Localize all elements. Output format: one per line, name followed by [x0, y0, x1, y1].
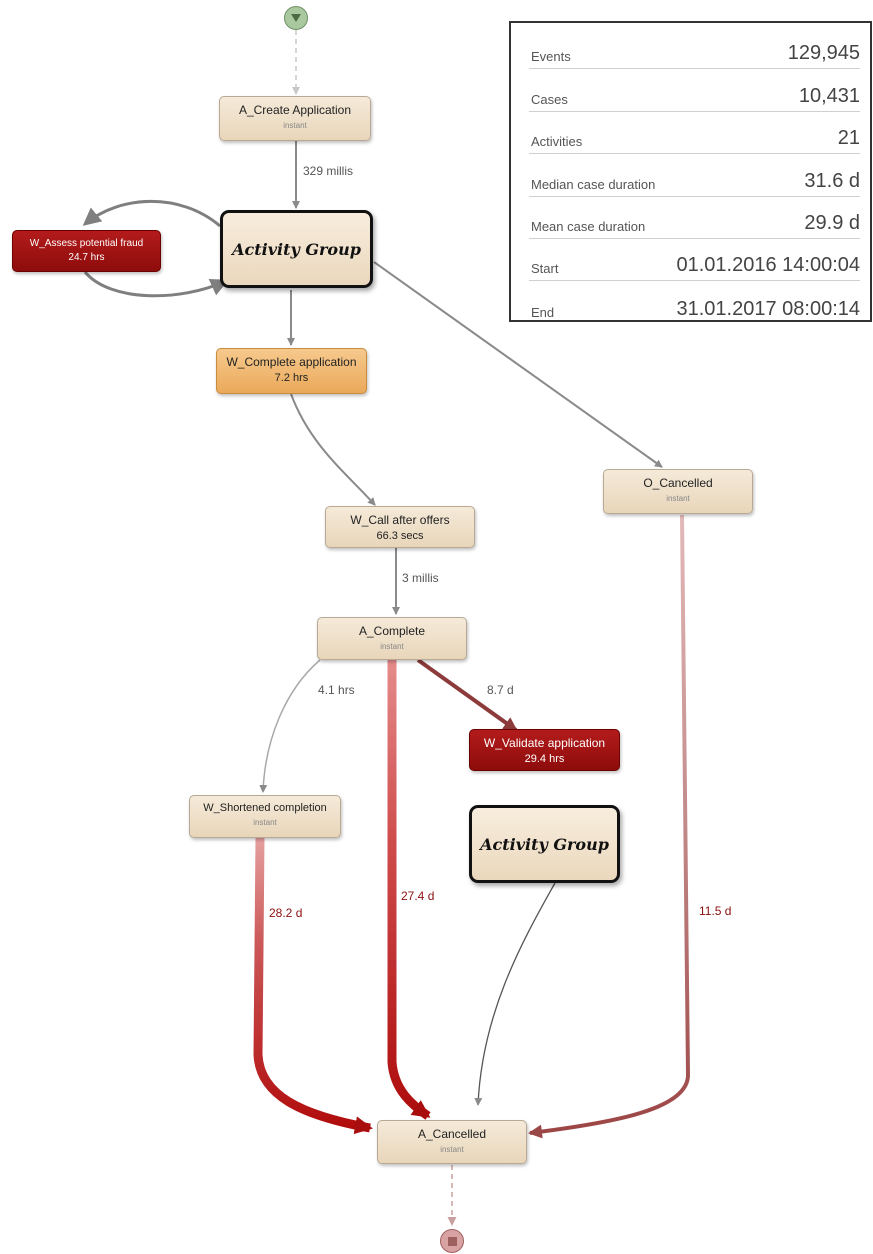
stat-label: Events	[531, 49, 571, 65]
stat-label: Mean case duration	[531, 218, 646, 234]
edge-label-complete-to-validate: 8.7 d	[487, 683, 514, 697]
edge-group-to-fraud	[82, 199, 221, 228]
node-duration: 29.4 hrs	[524, 753, 565, 765]
play-down-icon	[291, 14, 301, 22]
node-assess-potential-fraud[interactable]: W_Assess potential fraud 24.7 hrs	[12, 230, 161, 272]
node-duration: instant	[253, 818, 277, 827]
stat-value: 129,945	[787, 42, 860, 65]
group-title: Activity Group	[232, 240, 361, 259]
node-duration: 7.2 hrs	[274, 372, 309, 384]
node-name: O_Cancelled	[643, 476, 713, 490]
stat-value: 21	[837, 127, 860, 150]
stat-row-start: Start 01.01.2016 14:00:04	[529, 239, 860, 282]
group-title: Activity Group	[480, 835, 609, 854]
node-name: W_Call after offers	[350, 513, 450, 527]
statistics-panel: Events 129,945 Cases 10,431 Activities 2…	[509, 21, 872, 322]
node-name: A_Complete	[358, 624, 426, 638]
stat-label: Median case duration	[531, 176, 656, 192]
stat-label: Activities	[531, 134, 583, 150]
node-name: A_Cancelled	[417, 1127, 487, 1141]
stat-value: 10,431	[798, 84, 860, 107]
node-a-cancelled[interactable]: A_Cancelled instant	[377, 1120, 527, 1164]
edge-label-ocancelled-to-cancelled: 11.5 d	[699, 904, 732, 918]
node-name: W_Shortened completion	[203, 802, 327, 814]
node-shortened-completion[interactable]: W_Shortened completion instant	[189, 795, 341, 838]
edge-label-call-to-complete: 3 millis	[402, 571, 439, 585]
stat-value: 31.01.2017 08:00:14	[676, 297, 860, 320]
node-a-complete[interactable]: A_Complete instant	[317, 617, 467, 660]
node-name: W_Assess potential fraud	[29, 238, 144, 249]
stat-label: Start	[531, 261, 559, 277]
edge-group-to-ocancelled	[373, 261, 663, 468]
edge-label-complete-to-cancelled: 27.4 d	[401, 889, 435, 903]
node-activity-group-1[interactable]: Activity Group	[220, 210, 373, 288]
edge-label-shortened-to-cancelled: 28.2 d	[269, 906, 303, 920]
node-o-cancelled[interactable]: O_Cancelled instant	[603, 469, 753, 514]
stat-row-end: End 31.01.2017 08:00:14	[529, 281, 860, 323]
node-duration: instant	[440, 1145, 464, 1154]
stat-label: Cases	[531, 91, 568, 107]
edge-fraud-to-group	[83, 271, 229, 298]
stat-label: End	[531, 304, 555, 320]
edge-group2-to-cancelled	[474, 882, 556, 1106]
stat-row-mean-duration: Mean case duration 29.9 d	[529, 197, 860, 239]
end-node[interactable]	[440, 1229, 464, 1253]
node-name: W_Validate application	[483, 736, 606, 750]
node-duration: instant	[380, 642, 404, 651]
stat-value: 31.6 d	[804, 169, 860, 192]
node-name: A_Create Application	[238, 103, 352, 117]
stat-row-cases: Cases 10,431	[529, 69, 860, 112]
node-duration: 24.7 hrs	[68, 252, 105, 263]
stat-row-activities: Activities 21	[529, 112, 860, 155]
node-validate-application[interactable]: W_Validate application 29.4 hrs	[469, 729, 620, 771]
edge-ocancelled-to-cancelled	[528, 514, 691, 1139]
edge-complete-app-to-call	[290, 393, 376, 506]
node-complete-application[interactable]: W_Complete application 7.2 hrs	[216, 348, 367, 394]
edge-label-complete-to-shortened: 4.1 hrs	[318, 683, 355, 697]
stat-value: 01.01.2016 14:00:04	[676, 254, 860, 277]
node-create-application[interactable]: A_Create Application instant	[219, 96, 371, 141]
start-node[interactable]	[284, 6, 308, 30]
stat-row-median-duration: Median case duration 31.6 d	[529, 154, 860, 197]
node-activity-group-2[interactable]: Activity Group	[469, 805, 620, 883]
stat-value: 29.9 d	[804, 211, 860, 234]
edge-shortened-to-cancelled	[253, 837, 373, 1135]
edge-complete-to-cancelled	[387, 660, 431, 1120]
edge-complete-to-shortened	[259, 659, 321, 793]
node-duration: instant	[283, 121, 307, 130]
node-duration: instant	[666, 494, 690, 503]
stat-row-events: Events 129,945	[529, 27, 860, 70]
node-name: W_Complete application	[226, 355, 357, 369]
edge-complete-to-validate	[416, 658, 518, 732]
edge-label-create-to-group: 329 millis	[303, 164, 354, 178]
node-call-after-offers[interactable]: W_Call after offers 66.3 secs	[325, 506, 475, 548]
stop-icon	[448, 1237, 457, 1246]
node-duration: 66.3 secs	[376, 530, 424, 542]
